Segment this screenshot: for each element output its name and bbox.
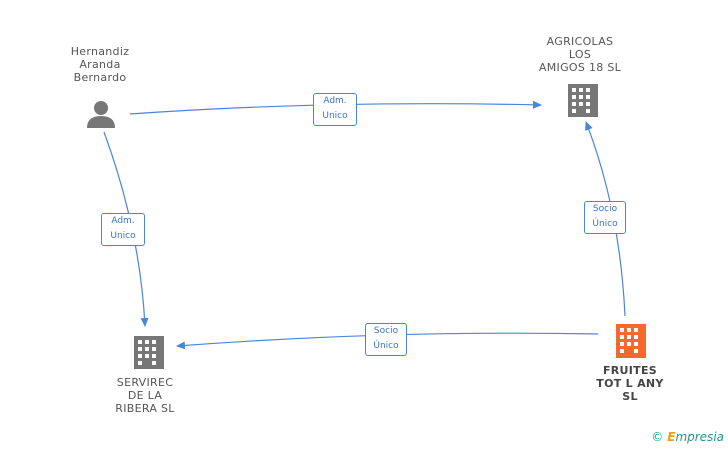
edge-label-socio-unico: Socio Único [584, 201, 626, 234]
brand-initial: E [667, 430, 676, 444]
node-label-agricolas[interactable]: AGRICOLAS LOS AMIGOS 18 SL [538, 35, 622, 74]
building-icon [134, 336, 164, 369]
building-icon [568, 84, 598, 117]
brand-footer: ©Empresia [651, 430, 724, 444]
person-icon [87, 101, 115, 128]
edge-label-adm-unico: Adm. Unico [313, 93, 357, 126]
node-label-servirec[interactable]: SERVIREC DE LA RIBERA SL [115, 376, 175, 415]
edge-label-socio-unico: Socio Único [365, 323, 407, 356]
copyright-icon: © [651, 430, 664, 444]
edge-label-adm-unico: Adm. Unico [101, 213, 145, 246]
node-label-fruites[interactable]: FRUITES TOT L ANY SL [596, 364, 664, 403]
node-label-hernandiz[interactable]: Hernandiz Aranda Bernardo [70, 45, 130, 84]
building-icon-highlighted [616, 324, 646, 358]
brand-name: mpresia [675, 430, 724, 444]
